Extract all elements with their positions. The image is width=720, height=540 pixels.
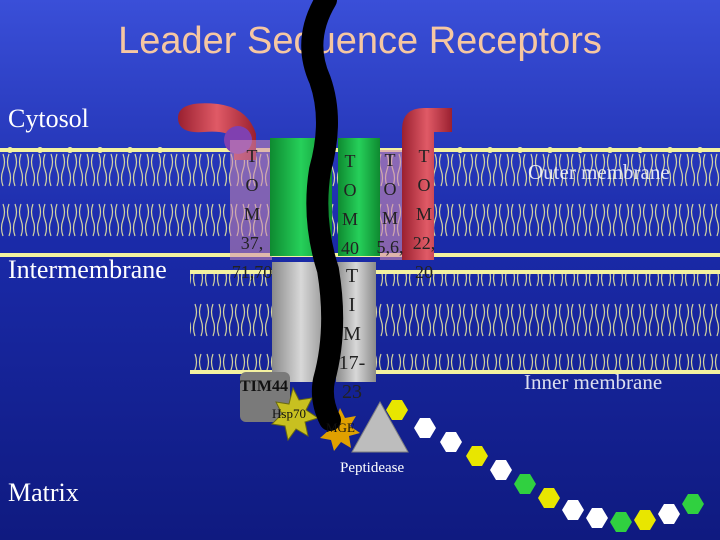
hsp70-star <box>270 386 320 442</box>
peptidease-label: Peptidease <box>340 460 405 476</box>
tom20-receptor <box>402 108 452 260</box>
outer-membrane-label: Outer membrane <box>528 160 670 184</box>
tim44-block <box>240 372 290 422</box>
matrix-label: Matrix <box>8 478 79 507</box>
mge-star <box>320 408 360 451</box>
mge-label: MGE <box>326 420 355 435</box>
peptide-beads <box>386 400 704 532</box>
hsp70-label: Hsp70 <box>272 406 306 421</box>
inner-membrane-label: Inner membrane <box>524 370 663 394</box>
intermembrane-label: Intermembrane <box>8 255 167 284</box>
slide-title: Leader Sequence Receptors <box>118 20 602 62</box>
tom40-channel-right <box>338 138 380 256</box>
tim44-label: TIM44 <box>240 378 288 395</box>
peptide-chain <box>301 0 344 431</box>
cytosol-label: Cytosol <box>8 104 89 133</box>
peptidease-triangle <box>351 400 409 453</box>
